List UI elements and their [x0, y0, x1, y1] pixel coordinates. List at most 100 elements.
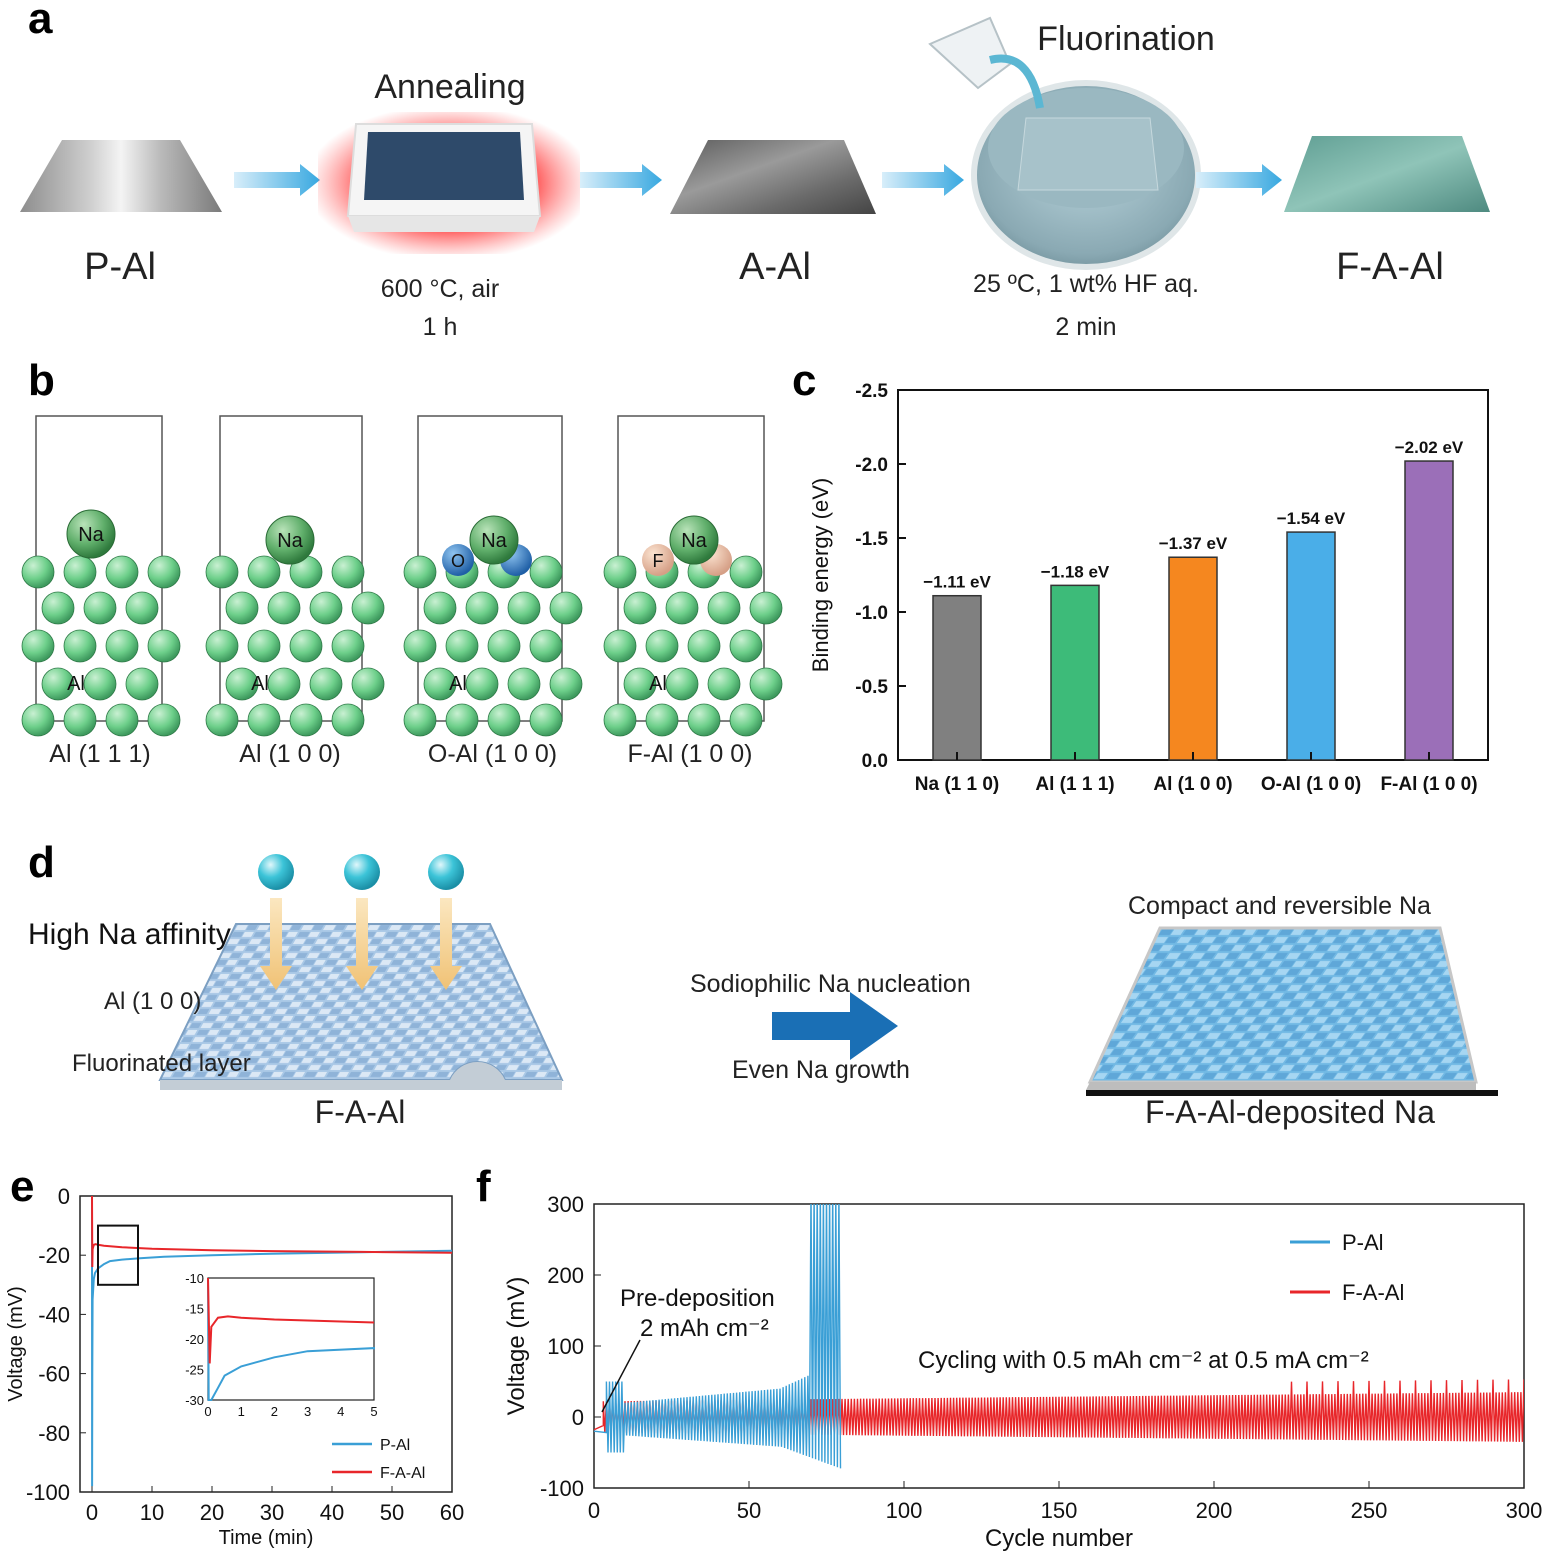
al-atom: [41, 667, 75, 701]
al-atom: [351, 591, 385, 625]
x-tick-label: Na (1 1 0): [915, 774, 999, 795]
x-tick-label: Al (1 1 1): [1035, 774, 1114, 795]
al-atom: [247, 629, 281, 663]
na-atom: [66, 509, 116, 559]
al-atom: [331, 555, 365, 589]
al-atom: [225, 591, 259, 625]
panel-f-label: f: [476, 1162, 491, 1211]
series-line-P-Al: [91, 1195, 453, 1487]
fluorination-conditions-temp: 25 ºC, 1 wt% HF aq.: [973, 270, 1199, 298]
al-atom: [289, 703, 323, 737]
x-tick-label: 40: [320, 1500, 344, 1525]
al-atom: [105, 629, 139, 663]
inset-frame: [207, 1277, 375, 1401]
even-growth-label: Even Na growth: [732, 1056, 910, 1084]
al-atom: [623, 667, 657, 701]
al-atom: [487, 629, 521, 663]
al-atom: [445, 703, 479, 737]
al-atom: [63, 629, 97, 663]
y-axis-title: Voltage (mV): [5, 1286, 27, 1402]
y-tick-label: -40: [38, 1302, 70, 1327]
al-atom: [147, 703, 181, 737]
al-atom: [623, 591, 657, 625]
al-atom: [83, 667, 117, 701]
x-tick-label: 30: [260, 1500, 284, 1525]
x-tick-label: F-Al (1 0 0): [1380, 774, 1477, 795]
annotation-pointer: [601, 1339, 641, 1413]
fluorinated-layer-label: Fluorinated layer: [72, 1050, 251, 1077]
y-tick-label: 200: [547, 1263, 584, 1288]
al-atom: [21, 555, 55, 589]
inset-x-tick-label: 1: [238, 1404, 245, 1419]
al-atom: [21, 629, 55, 663]
y-tick-label: 0: [58, 1184, 70, 1209]
al-atom: [729, 629, 763, 663]
series-line-F-A-Al: [91, 1195, 453, 1268]
label-a-al: A-Al: [739, 246, 811, 288]
al-atom: [549, 591, 583, 625]
na-ion-1: [258, 854, 294, 890]
bar-5: [1404, 460, 1454, 761]
deposited-na-plate: [1087, 926, 1478, 1084]
structure-caption-3: O-Al (1 0 0): [427, 740, 558, 768]
x-tick-label: O-Al (1 0 0): [1261, 774, 1361, 795]
al-atom: [225, 667, 259, 701]
al-atom: [707, 591, 741, 625]
al-atom: [529, 629, 563, 663]
inset-y-tick-label: -30: [185, 1393, 204, 1408]
inset-x-tick-label: 5: [370, 1404, 377, 1419]
bar-3: [1168, 556, 1218, 761]
legend-label: P-Al: [380, 1437, 410, 1454]
x-tick-label: 150: [1041, 1498, 1078, 1523]
al-atom: [423, 667, 457, 701]
plot-frame: [79, 1195, 453, 1493]
al-atom: [247, 703, 281, 737]
al-atom: [147, 629, 181, 663]
panel-c-label: c: [792, 356, 817, 405]
al-atom: [603, 703, 637, 737]
al-atom: [105, 703, 139, 737]
al-atom: [331, 703, 365, 737]
al-atom: [687, 629, 721, 663]
panel-d-label: d: [28, 838, 55, 887]
bar-value-label: −1.54 eV: [1277, 509, 1346, 528]
y-axis-title: Voltage (mV): [503, 1277, 530, 1416]
inset-x-tick-label: 0: [204, 1404, 211, 1419]
hf-funnel: [928, 16, 1012, 90]
al-atom: [445, 629, 479, 663]
al-atom: [465, 591, 499, 625]
y-tick-label: -1.0: [855, 603, 888, 624]
legend-label: F-A-Al: [1342, 1280, 1404, 1305]
x-axis-title: Time (min): [219, 1527, 314, 1549]
x-tick-label: 60: [440, 1500, 464, 1525]
annotation-predeposition: Pre-deposition: [620, 1285, 775, 1312]
y-axis-title: Binding energy (eV): [808, 478, 833, 672]
panel-b-label: b: [28, 356, 55, 405]
al-atom: [749, 667, 783, 701]
process-arrow-4: [1196, 164, 1282, 196]
al-atom: [205, 629, 239, 663]
al-atom: [105, 555, 139, 589]
x-tick-label: 300: [1506, 1498, 1543, 1523]
y-tick-label: -2.5: [855, 381, 888, 402]
annealing-conditions-time: 1 h: [422, 313, 458, 341]
x-tick-label: 0: [86, 1500, 98, 1525]
inset-y-tick-label: -10: [185, 1271, 204, 1286]
label-annealing: Annealing: [374, 68, 526, 106]
na-atom: [265, 515, 315, 565]
al-atom-label: Al: [649, 673, 667, 695]
al-atom: [267, 667, 301, 701]
bar-2: [1050, 584, 1100, 761]
al-atom: [749, 591, 783, 625]
na-atom: [469, 515, 519, 565]
al-atom: [205, 555, 239, 589]
al-atom: [247, 555, 281, 589]
panel-a-illustration: [20, 16, 1490, 270]
process-arrow-2: [580, 164, 662, 196]
a-al-plate: [670, 140, 876, 214]
al-atom: [125, 591, 159, 625]
series-line-P-Al: [594, 1204, 842, 1469]
al-atom-label: Al: [449, 673, 467, 695]
na-ion-3: [428, 854, 464, 890]
